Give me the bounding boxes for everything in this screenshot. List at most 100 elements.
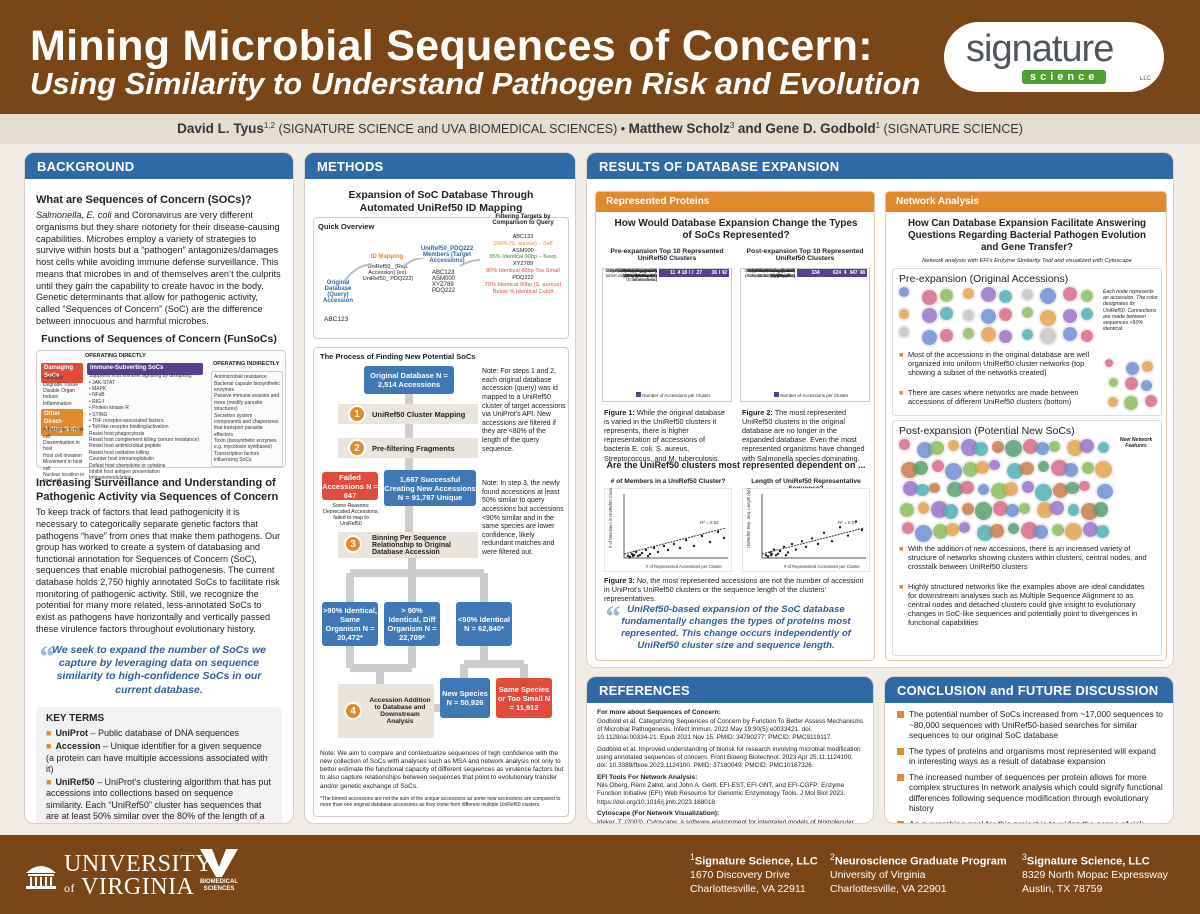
funsoc-item: Resist host complement killing (serum re…	[89, 437, 200, 444]
qo-members-title: UniRef50_PDQ222 Members (Target Accessio…	[420, 246, 474, 264]
pre-network-crosstalk-graph	[1105, 359, 1159, 413]
key-terms-list: ■UniProt – Public database of DNA sequen…	[46, 728, 272, 823]
pre-bar-chart: Outer membrane protein A (Yersinia/Shige…	[602, 268, 732, 402]
scatter-point	[776, 552, 780, 555]
author-and: and	[737, 121, 762, 137]
network-cluster	[1098, 442, 1110, 454]
network-cluster	[1004, 481, 1019, 496]
network-cluster	[1035, 483, 1053, 501]
pre-legend: Number of Accessions per Cluster	[636, 392, 710, 398]
funsoc-item: Host cell invasion	[43, 452, 82, 459]
quote-mark-icon: “	[604, 598, 620, 634]
scatter-point	[784, 554, 788, 557]
fig3-label: Figure 3:	[604, 576, 635, 585]
key-term-name: UniRef50	[55, 777, 95, 788]
conclusion-list: The potential number of SoCs increased f…	[885, 703, 1173, 823]
scatter-point	[648, 552, 652, 556]
reference-item: Godbold et al. Improved understanding of…	[597, 746, 863, 771]
network-cluster	[1065, 523, 1083, 541]
key-term: ■UniRef50 – UniProt’s clustering algorit…	[46, 777, 272, 823]
scatter-point	[628, 555, 632, 559]
network-cluster	[940, 307, 953, 320]
network-cluster	[1050, 501, 1064, 515]
fig3-text: No, the most represented accessions are …	[604, 576, 864, 604]
qo-filter-item: 100% (S. aureus) – Self	[493, 240, 553, 247]
post-network-bullet-1: ■With the addition of new accessions, th…	[899, 544, 1155, 572]
legend-swatch-icon	[636, 392, 641, 397]
background-quote: “We seek to expand the number of SoCs we…	[36, 638, 282, 701]
funsoc-item: • Protein kinase R	[89, 405, 129, 412]
soc-question-title: What are Sequences of Concern (SOCs)?	[36, 194, 252, 206]
conclusion-item: The potential number of SoCs increased f…	[897, 709, 1163, 741]
bar-label: Shiga-like toxin 1 subunit B (Escherichi…	[605, 268, 657, 278]
reference-group-title: EFI Tools For Network Analysis:	[597, 773, 698, 781]
scatter-point	[794, 548, 798, 551]
funsoc-item: Defeat host chemokine or cytokine	[89, 462, 166, 469]
network-analysis-heading: Network Analysis	[886, 192, 1166, 212]
qo-filter-item: PDQ222	[512, 274, 534, 281]
funsoc-item: Cytotoxic	[43, 375, 64, 382]
depends-title: Are the UniRef50 clusters most represent…	[606, 460, 866, 470]
network-cluster	[922, 308, 937, 323]
new-species-box: New Species N = 50,926	[440, 678, 490, 718]
qo-filter-item: 95% Identical 90bp – Keep	[489, 254, 557, 261]
poster-title: Mining Microbial Sequences of Concern:	[30, 22, 873, 70]
scatter-point	[662, 544, 666, 548]
network-cluster	[975, 502, 993, 520]
pre-network-box: Pre-expansion (Original Accessions) Each…	[892, 268, 1162, 416]
bar-label: Outer membrane protein A (Yersinia/Shige…	[606, 268, 657, 278]
key-term-name: Accession	[55, 741, 101, 752]
addr1-line1: 1670 Discovery Drive	[690, 869, 790, 882]
reference-text: Ideker, T. (2003). Cytoscape: a software…	[597, 818, 854, 824]
soc-body: and Coronavirus are very different organ…	[36, 210, 281, 326]
funsoc-item: Bacterial capsule biosynthetic enzymes	[214, 380, 280, 393]
network-cluster	[1067, 440, 1083, 456]
network-cluster	[1109, 378, 1118, 387]
methods-panel: METHODS Expansion of SoC Database Throug…	[304, 152, 576, 824]
scatter-point	[790, 542, 794, 546]
network-cluster	[1063, 327, 1077, 341]
addr1-sup: 1	[690, 852, 695, 862]
network-cluster	[1019, 503, 1030, 514]
bar-label: Penicillin-binding protein (S. aureus/Ba…	[748, 268, 795, 278]
funsoc-immune-list: Suppress host immune signaling by disrup…	[89, 373, 205, 482]
address-3: 3Signature Science, LLC 8329 North Mopac…	[1022, 852, 1168, 896]
poster-header: Mining Microbial Sequences of Concern: U…	[0, 0, 1200, 114]
addr1-name: Signature Science, LLC	[694, 855, 818, 868]
surveillance-title: Increasing Surveillance and Understandin…	[36, 477, 279, 504]
pre-network-title: Pre-expansion (Original Accessions)	[899, 273, 1069, 285]
address-2: 2Neuroscience Graduate Program Universit…	[830, 852, 1007, 896]
funsoc-item: • MAPK	[89, 385, 107, 392]
x-axis-label: # of Represented Accessions per Cluster	[784, 564, 860, 569]
note-steps-1-2: Note: For steps 1 and 2, each original d…	[482, 368, 566, 453]
scatter-point	[646, 554, 650, 558]
post-network-title: Post-expansion (Potential New SoCs)	[899, 425, 1075, 437]
funsoc-item: Nuclear location in host cell	[43, 471, 85, 485]
post-network-note: New Network Features	[1119, 437, 1153, 449]
network-cluster	[1066, 481, 1079, 495]
bar-label: Shiga-like toxin subunit A (Escherichia)	[746, 268, 795, 278]
network-cluster	[901, 461, 918, 479]
network-cluster	[940, 289, 953, 302]
funsoc-item: • JAK-STAT	[89, 379, 116, 386]
scatter-point	[838, 526, 842, 529]
addr1-line2: Charlottesville, VA 22911	[690, 882, 806, 895]
scatter-point	[630, 552, 634, 556]
network-cluster	[1108, 397, 1118, 407]
bin-diff-organism: > 90% Identical, Diff Organism N = 22,70…	[384, 602, 440, 646]
bar-label: Pore-forming toxin (Bacillus cereus)	[621, 268, 657, 278]
network-cluster	[1125, 377, 1139, 391]
network-cluster	[1063, 287, 1077, 301]
conclusion-heading: CONCLUSION and FUTURE DISCUSSION	[885, 677, 1173, 703]
biomed-v-icon	[200, 849, 238, 877]
funsoc-item: Immunomodulation	[89, 475, 132, 482]
qo-filter-item: XYZ789	[512, 261, 534, 268]
network-cluster	[1040, 328, 1057, 345]
qo-original-title: Original Database (Query) Accession	[322, 280, 353, 304]
figure-2-caption: Figure 2: The most represented UniRef50 …	[742, 408, 870, 463]
post-network-graph	[899, 439, 1157, 543]
network-cluster	[899, 439, 910, 450]
post-bar-chart: Complement C3 (Streptococcus pyogenes)94…	[740, 268, 870, 402]
scatter-point	[636, 554, 640, 558]
